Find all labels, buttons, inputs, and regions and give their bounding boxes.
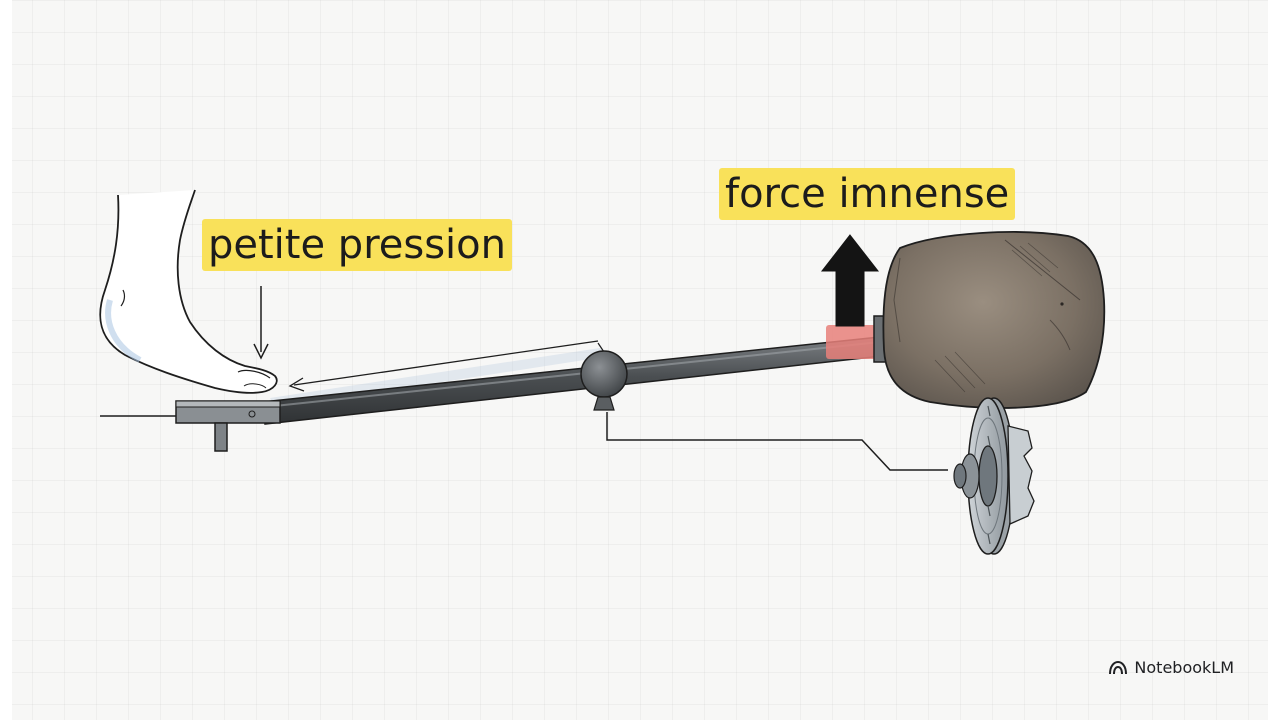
pivot-joint: [580, 350, 628, 398]
brand-name: NotebookLM: [1134, 658, 1234, 677]
notebooklm-logo-icon: [1109, 660, 1128, 674]
frame-edge-right: [1268, 0, 1280, 720]
lever-bar: [261, 336, 883, 425]
foot-outline: [99, 189, 278, 394]
rock: [882, 231, 1106, 409]
frame-edge-left: [0, 0, 12, 720]
pedal-post: [214, 422, 228, 452]
pivot-to-disc-connector: [606, 412, 948, 471]
lever-direction-arrow: [293, 340, 599, 386]
small-force-label: petite pression: [202, 219, 512, 271]
force-arrow-up-icon: [820, 234, 880, 327]
large-force-label: force imnense: [719, 168, 1016, 220]
brake-disc: [953, 397, 1035, 555]
contact-pad: [826, 325, 876, 359]
pivot-base: [593, 396, 615, 411]
notebooklm-branding: NotebookLM: [1108, 658, 1234, 677]
